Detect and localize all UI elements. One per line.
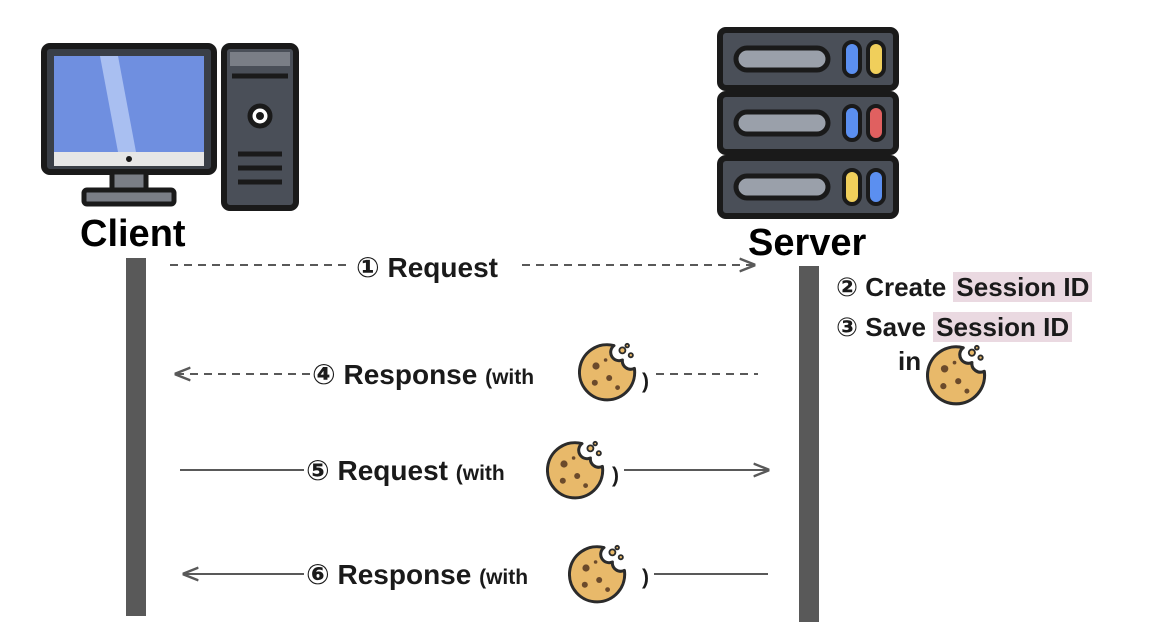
- server-rack-icon: [717, 27, 899, 219]
- client-label: Client: [80, 213, 186, 255]
- cookie-icon: [578, 342, 638, 402]
- message-response-4: ④ Response (with: [312, 359, 535, 390]
- client-computer-icon: [41, 43, 299, 211]
- server-lifeline: [799, 266, 819, 622]
- cookie-icon: [568, 544, 628, 604]
- paren-close: ): [612, 464, 619, 487]
- note-create-session: ② Create Session ID: [836, 272, 1093, 303]
- paren-close: ): [642, 370, 649, 393]
- cookie-icon: [926, 344, 988, 406]
- paren-close: ): [642, 566, 649, 589]
- note-in: in: [898, 346, 922, 376]
- cookie-icon: [546, 440, 606, 500]
- note-save-session: ③ Save Session ID: [836, 312, 1073, 343]
- message-request-1: ① Request: [356, 252, 498, 283]
- client-lifeline: [126, 258, 146, 616]
- session-id-highlight: Session ID: [933, 312, 1073, 342]
- session-id-highlight: Session ID: [953, 272, 1093, 302]
- message-response-6: ⑥ Response (with: [306, 559, 529, 590]
- message-request-5: ⑤ Request (with: [306, 455, 505, 486]
- server-label: Server: [748, 222, 867, 264]
